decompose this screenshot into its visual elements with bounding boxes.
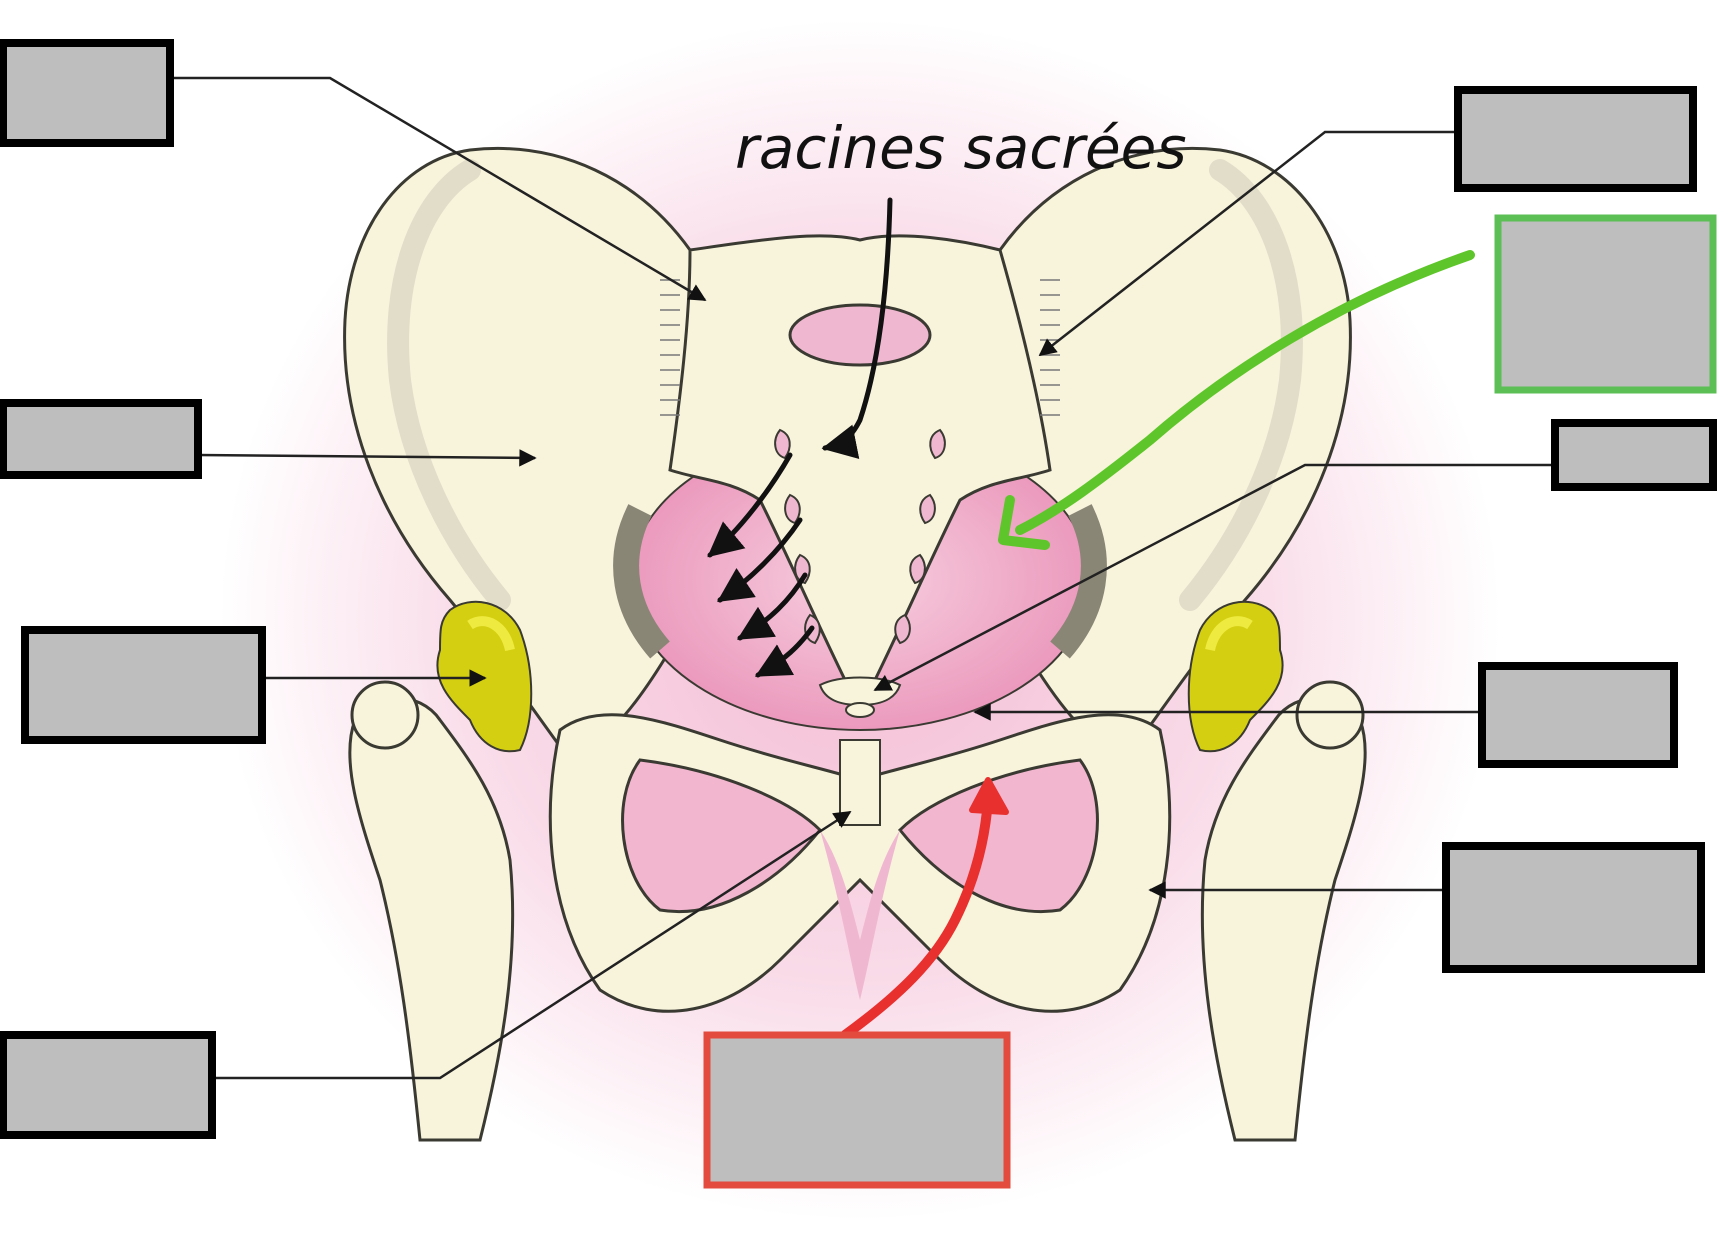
sacral-root-arrows bbox=[707, 197, 893, 678]
label-box-right-mid[interactable] bbox=[1478, 662, 1678, 768]
label-box-red-bottom[interactable] bbox=[703, 1031, 1011, 1189]
label-box-bottom-left[interactable] bbox=[0, 1031, 216, 1139]
sacral-root-pointer bbox=[821, 197, 893, 459]
leader-small-right bbox=[873, 463, 1555, 692]
handwritten-label: racines sacrées bbox=[735, 114, 1187, 182]
leader-top-left bbox=[170, 76, 707, 302]
right-femur bbox=[1200, 680, 1367, 1142]
label-box-left-hip[interactable] bbox=[21, 626, 266, 744]
label-box-right-lower[interactable] bbox=[1442, 842, 1705, 973]
leader-lines bbox=[170, 76, 1555, 1080]
leader-bottom-left bbox=[212, 810, 852, 1080]
label-boxes bbox=[0, 39, 1717, 1189]
pubic-symphysis bbox=[839, 739, 881, 826]
s1-body bbox=[788, 303, 932, 367]
green-arrow bbox=[998, 250, 1475, 550]
label-box-top-right[interactable] bbox=[1454, 86, 1697, 192]
label-box-top-left[interactable] bbox=[0, 39, 174, 147]
leader-top-right bbox=[1038, 130, 1458, 357]
label-box-mid-left[interactable] bbox=[0, 399, 202, 479]
left-femur bbox=[348, 680, 515, 1142]
red-arrow bbox=[840, 777, 1009, 1040]
label-box-green-right[interactable] bbox=[1494, 214, 1717, 394]
sacrum bbox=[668, 234, 1052, 692]
leader-mid-left bbox=[197, 449, 537, 467]
label-box-small-right[interactable] bbox=[1551, 419, 1717, 491]
